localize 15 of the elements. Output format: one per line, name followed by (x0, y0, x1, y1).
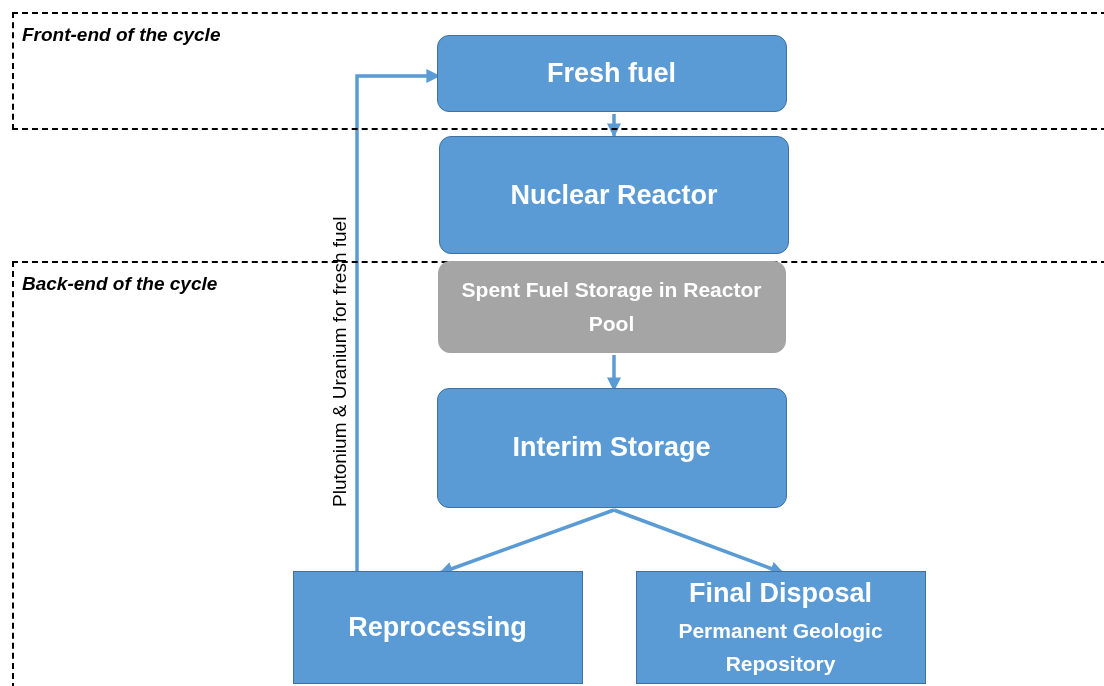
process-box (436, 34, 787, 112)
box-title: Spent Fuel Storage in Reactor Pool (460, 276, 763, 337)
process-box (292, 570, 583, 684)
box-title: Reprocessing (347, 610, 528, 644)
process-box (436, 387, 787, 508)
region-title: Front-end of the cycle (22, 24, 221, 46)
box-title: Final Disposal (687, 577, 873, 611)
process-box (635, 570, 926, 684)
process-box (439, 136, 789, 254)
box-title: Nuclear Reactor (509, 178, 719, 212)
process-box (437, 260, 786, 353)
region-title: Back-end of the cycle (22, 273, 218, 295)
box-title: Fresh fuel (546, 56, 677, 90)
box-title: Interim Storage (511, 431, 712, 465)
box-subtitle: Permanent Geologic Repository (677, 617, 884, 678)
